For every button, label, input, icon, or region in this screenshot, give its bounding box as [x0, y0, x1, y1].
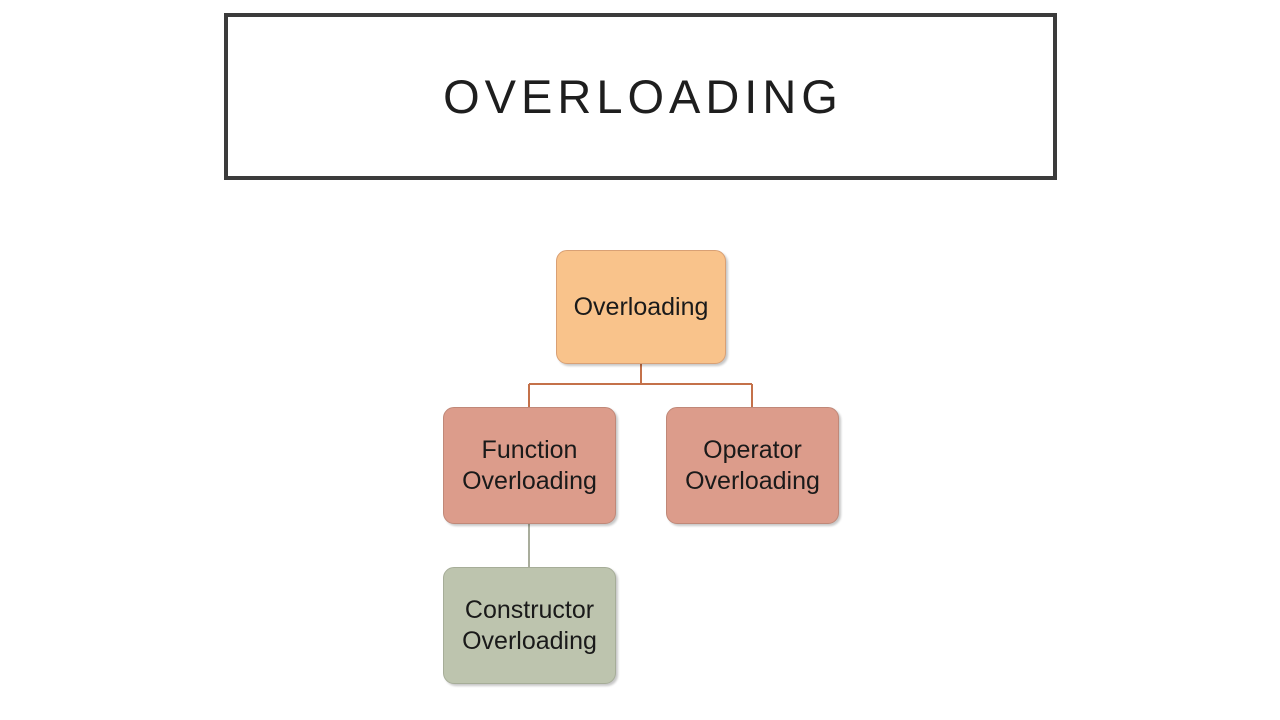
page-title: OVERLOADING [443, 70, 843, 123]
title-banner: OVERLOADING [224, 13, 1057, 180]
node-overloading[interactable]: Overloading [556, 250, 726, 364]
node-operator-overloading[interactable]: Operator Overloading [666, 407, 839, 524]
node-constructor-overloading[interactable]: Constructor Overloading [443, 567, 616, 684]
node-overloading-label: Overloading [573, 292, 709, 321]
node-constructor-overloading-label: Constructor Overloading [462, 596, 597, 655]
node-function-overloading-label: Function Overloading [462, 436, 597, 495]
node-operator-overloading-label: Operator Overloading [685, 436, 820, 495]
node-function-overloading[interactable]: Function Overloading [443, 407, 616, 524]
